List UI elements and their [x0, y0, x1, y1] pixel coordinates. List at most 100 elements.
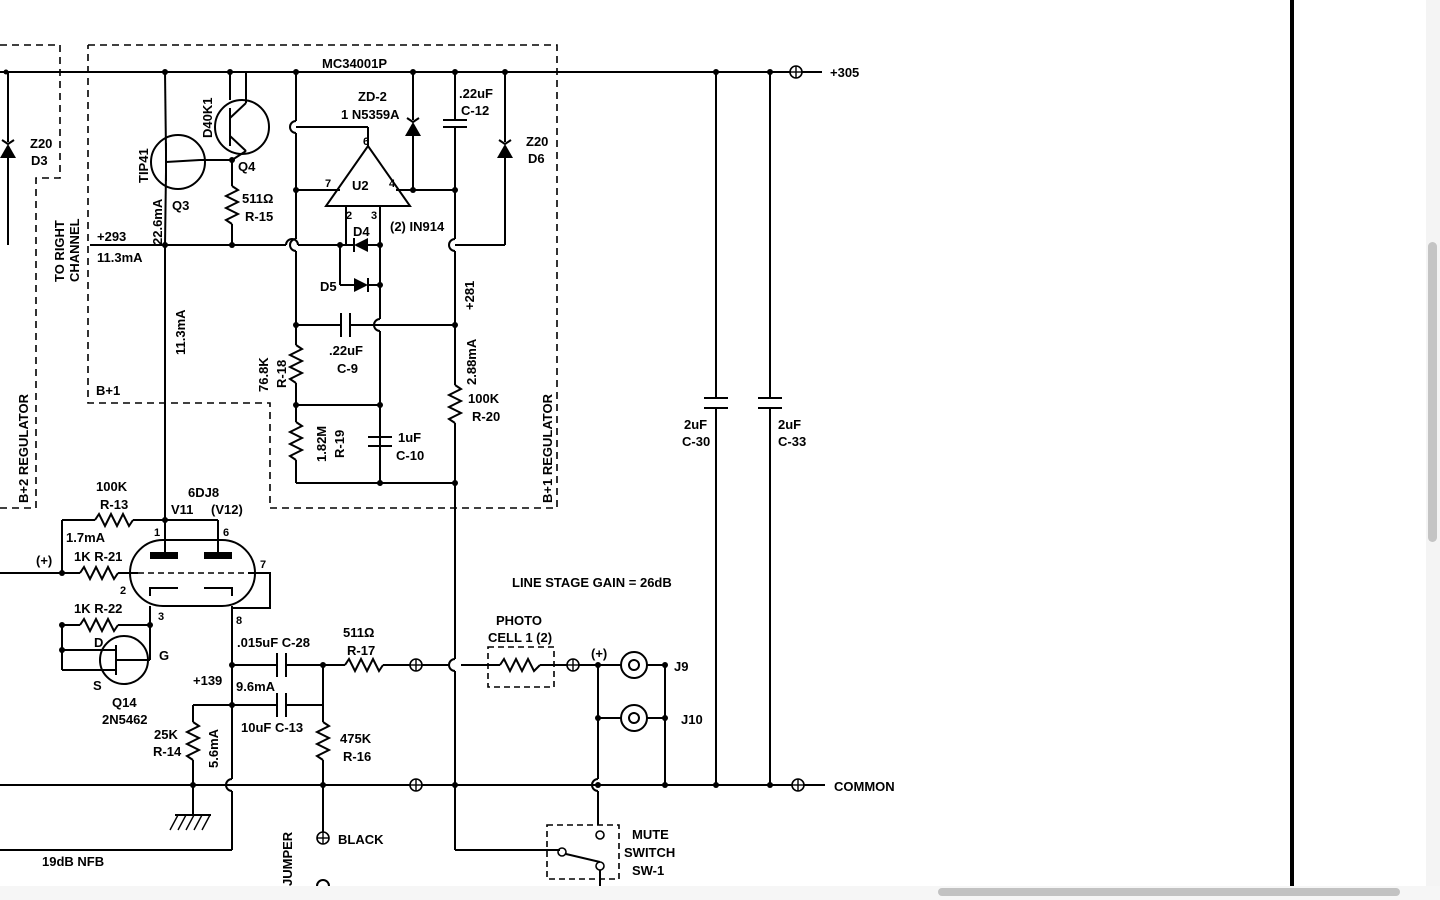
label-r17-ref: R-17 [347, 643, 375, 658]
label-tube-pin1: 1 [154, 527, 160, 539]
label-plus305: +305 [830, 65, 859, 80]
label-common: COMMON [834, 779, 895, 794]
resistor-r19 [287, 405, 305, 483]
resistor-r20 [446, 384, 464, 424]
label-in914: (2) IN914 [390, 219, 445, 234]
resistor-r14 [184, 721, 202, 761]
label-switch: SWITCH [624, 845, 675, 860]
label-d40k1: D40K1 [200, 98, 215, 138]
label-r15-ref: R-15 [245, 209, 273, 224]
resistor-r16 [314, 721, 332, 761]
b2-regulator-box [0, 44, 61, 509]
terminal-plus305 [789, 65, 803, 79]
label-zd2: ZD-2 [358, 89, 387, 104]
label-d3: D3 [31, 153, 48, 168]
capacitor-c10 [368, 436, 392, 447]
label-r15-value: 511Ω [242, 191, 273, 206]
label-r20-value: 100K [468, 391, 500, 406]
mute-switch-sw1 [546, 824, 620, 886]
common-rail [0, 778, 825, 792]
label-tube-pin7: 7 [260, 559, 266, 571]
label-q14: Q14 [112, 695, 137, 710]
label-plus281: +281 [462, 281, 477, 310]
horizontal-scroll-thumb[interactable] [938, 888, 1400, 896]
label-mc34001p: MC34001P [322, 56, 387, 71]
page-edge-line [1290, 0, 1294, 886]
label-input-plus: (+) [36, 553, 52, 568]
label-sw1: SW-1 [632, 863, 664, 878]
label-r13-value: 100K [96, 479, 128, 494]
label-c30-ref: C-30 [682, 434, 710, 449]
vertical-scroll-thumb[interactable] [1428, 242, 1437, 542]
label-c10-value: 1uF [398, 430, 421, 445]
label-c33-ref: C-33 [778, 434, 806, 449]
opamp-u2 [296, 126, 455, 245]
capacitor-c12 [443, 72, 467, 193]
label-b2-regulator: B+2 REGULATOR [16, 393, 31, 503]
label-pin6: 6 [363, 136, 369, 148]
label-j10: J10 [681, 712, 703, 727]
schematic-diagram: MC34001P +305 Z20 D3 D40K1 TIP41 Q4 Q3 5… [0, 44, 895, 886]
label-b1: B+1 [96, 383, 120, 398]
label-jfet-g: G [159, 648, 169, 663]
label-r16-ref: R-16 [343, 749, 371, 764]
label-current-2-88: 2.88mA [464, 338, 479, 385]
label-6dj8: 6DJ8 [188, 485, 219, 500]
label-current-5-6: 5.6mA [206, 728, 221, 768]
label-c9-ref: C-9 [337, 361, 358, 376]
label-nfb: 19dB NFB [42, 854, 104, 869]
label-to-right: TO RIGHT [52, 220, 67, 282]
label-jumper: JUMPER [280, 831, 295, 886]
label-z20-d6: Z20 [526, 134, 548, 149]
label-u2: U2 [352, 178, 369, 193]
label-q4: Q4 [238, 159, 256, 174]
label-r18-ref: R-18 [274, 360, 289, 388]
terminal-photo [566, 658, 580, 672]
label-tube-pin8: 8 [236, 615, 242, 627]
label-r16-value: 475K [340, 731, 372, 746]
label-r22: 1K R-22 [74, 601, 122, 616]
label-photo: PHOTO [496, 613, 542, 628]
label-r14-value: 25K [154, 727, 178, 742]
capacitor-c9 [293, 313, 458, 337]
terminal-common [791, 778, 805, 792]
label-tube-pin3: 3 [158, 611, 164, 623]
jack-j9 [620, 651, 668, 679]
label-tube-pin2: 2 [120, 585, 126, 597]
diode-d4 [337, 222, 383, 252]
ground-symbol [169, 814, 211, 831]
label-r17-value: 511Ω [343, 625, 374, 640]
resistor-r18 [287, 344, 305, 405]
label-c30-value: 2uF [684, 417, 707, 432]
label-d6: D6 [528, 151, 545, 166]
label-tube-pin6: 6 [223, 527, 229, 539]
label-v11: V11 [171, 502, 193, 517]
label-tip41: TIP41 [136, 148, 151, 183]
label-d5: D5 [320, 279, 337, 294]
label-v12: (V12) [211, 502, 243, 517]
jumper-terminal-black [316, 831, 330, 886]
label-z20-d3: Z20 [30, 136, 52, 151]
zener-d6 [455, 72, 513, 246]
resistor-r21 [79, 564, 119, 582]
terminal-r17 [409, 658, 423, 672]
capacitor-c13 [276, 693, 287, 717]
label-q3: Q3 [172, 198, 189, 213]
zener-d3 [0, 72, 16, 245]
label-current-9-6: 9.6mA [236, 679, 276, 694]
label-r21: 1K R-21 [74, 549, 122, 564]
label-r19-ref: R-19 [332, 430, 347, 458]
label-pin7: 7 [325, 178, 331, 190]
label-r20-ref: R-20 [472, 409, 500, 424]
label-output-plus: (+) [591, 646, 607, 661]
label-c12-ref: C-12 [461, 103, 489, 118]
photo-cell [487, 646, 567, 688]
label-j9: J9 [674, 659, 688, 674]
label-cell: CELL 1 (2) [488, 630, 552, 645]
label-c33-value: 2uF [778, 417, 801, 432]
b1-regulator-box [87, 44, 558, 509]
label-c28: .015uF C-28 [237, 635, 310, 650]
transistor-q4 [214, 72, 270, 161]
label-gain: LINE STAGE GAIN = 26dB [512, 575, 672, 590]
